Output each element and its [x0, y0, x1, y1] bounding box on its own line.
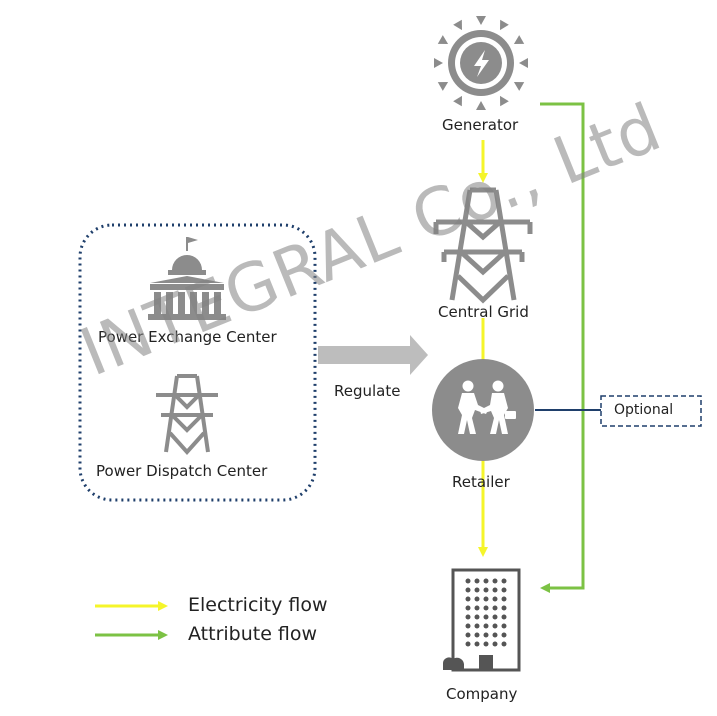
legend-attribute-flow-label: Attribute flow [188, 623, 318, 645]
regulate-arrow [318, 335, 428, 375]
power-dispatch-center-label: Power Dispatch Center [96, 462, 268, 480]
attribute-flow-line [540, 102, 585, 593]
regulate-label: Regulate [334, 382, 401, 400]
transmission-tower-icon [433, 187, 533, 304]
optional-label: Optional [614, 402, 674, 418]
retailer-label: Retailer [452, 473, 510, 491]
optional-box [600, 395, 702, 427]
generator-label: Generator [442, 116, 519, 134]
legend-electricity-flow-label: Electricity flow [188, 594, 328, 616]
government-building-icon [148, 237, 226, 320]
dispatch-transmission-tower-icon [156, 374, 218, 455]
power-exchange-center-label: Power Exchange Center [98, 328, 277, 346]
company-label: Company [446, 685, 518, 703]
control-center-group-box [78, 223, 317, 502]
central-grid-label: Central Grid [438, 303, 529, 321]
office-building-icon [443, 568, 521, 672]
sun-lightning-icon [434, 16, 528, 110]
handshake-people-icon [432, 359, 534, 461]
building-windows [443, 578, 507, 670]
